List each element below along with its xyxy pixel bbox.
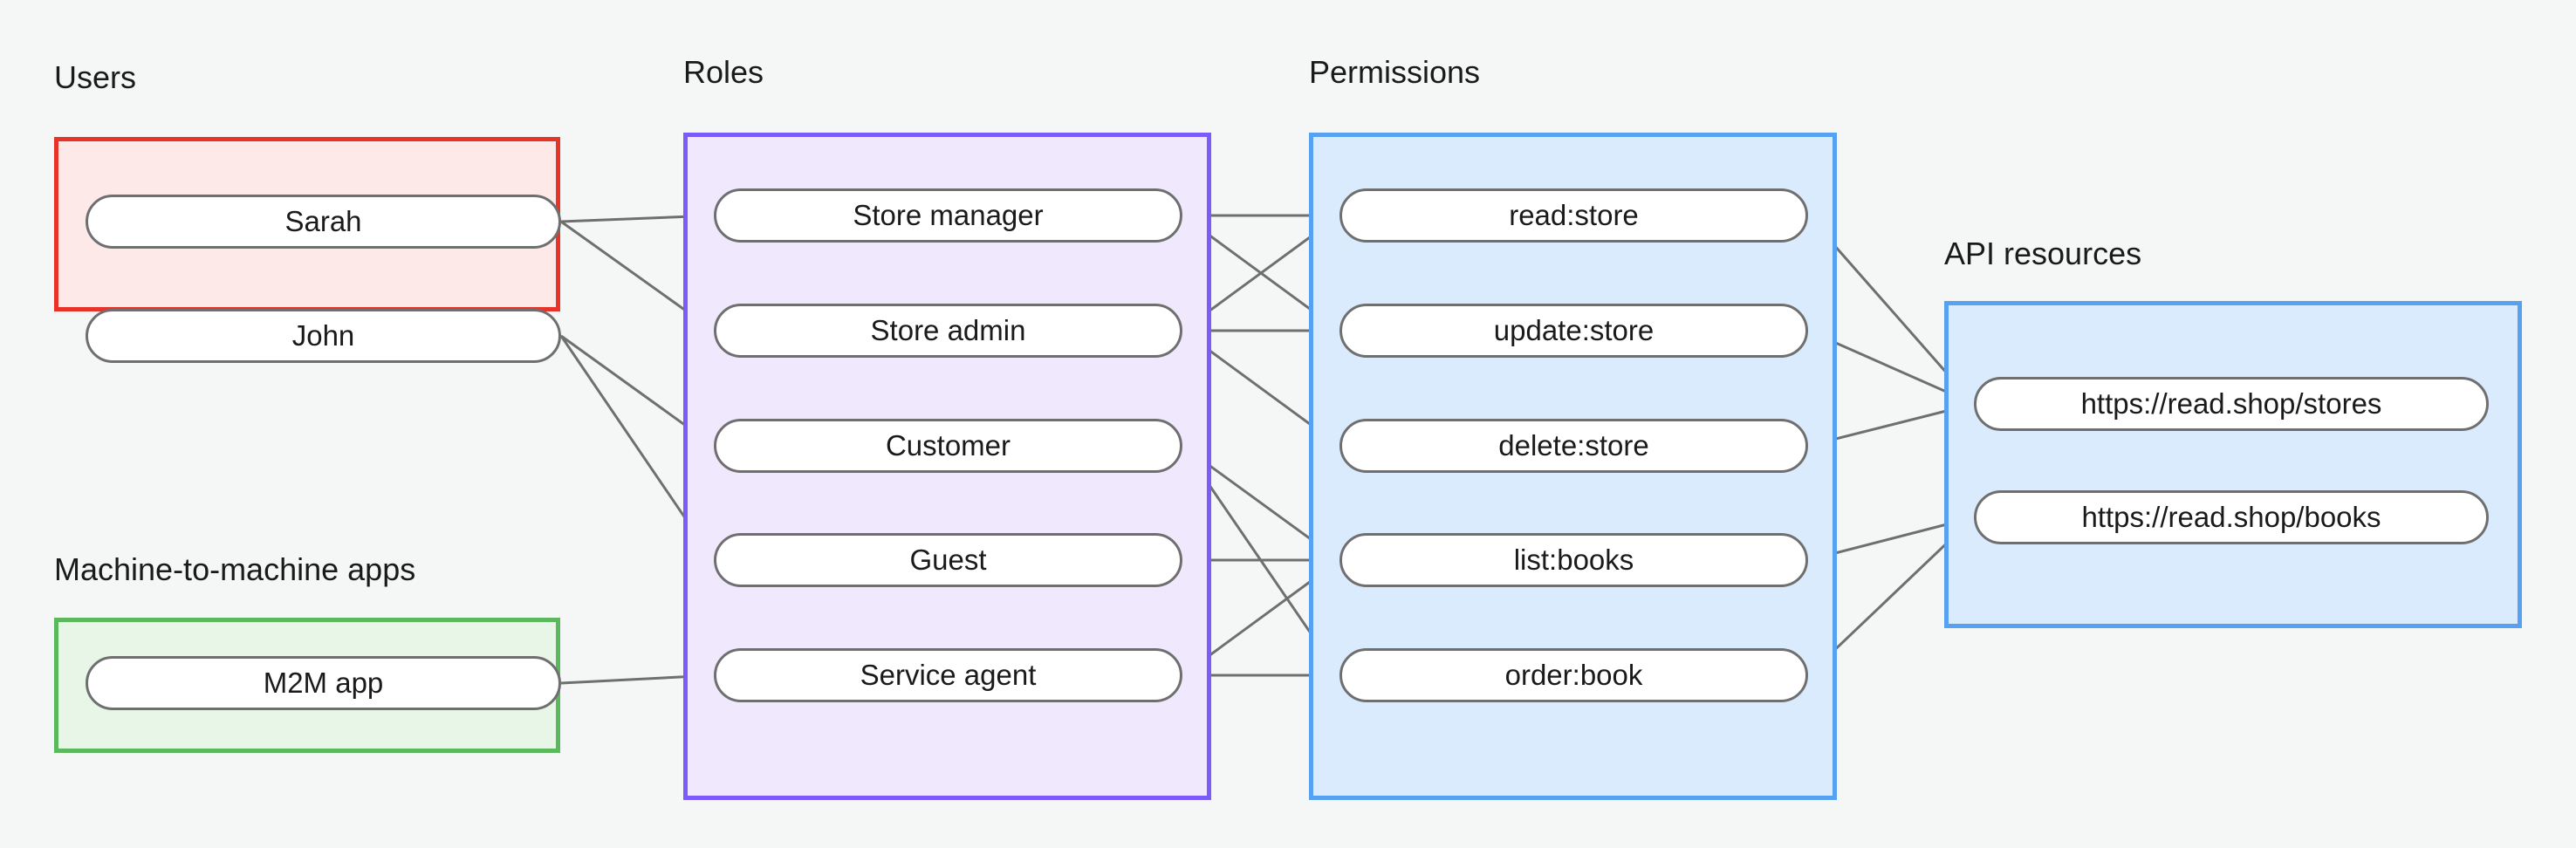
- node-label-read-store: read:store: [1509, 199, 1639, 231]
- node-delete-store[interactable]: delete:store: [1339, 419, 1808, 473]
- node-res-stores[interactable]: https://read.shop/stores: [1974, 377, 2489, 431]
- node-label-order-book: order:book: [1504, 659, 1643, 691]
- node-john[interactable]: John: [86, 309, 561, 363]
- group-label-users: Users: [54, 59, 137, 95]
- node-label-guest: Guest: [909, 544, 987, 576]
- group-label-resources: API resources: [1944, 236, 2142, 271]
- node-label-m2m-app: M2M app: [263, 667, 384, 699]
- node-label-list-books: list:books: [1513, 544, 1634, 576]
- node-label-store-manager: Store manager: [853, 199, 1044, 231]
- node-sarah[interactable]: Sarah: [86, 195, 561, 249]
- node-list-books[interactable]: list:books: [1339, 533, 1808, 587]
- group-box-resources: [1944, 301, 2522, 628]
- node-guest[interactable]: Guest: [714, 533, 1182, 587]
- node-store-manager[interactable]: Store manager: [714, 188, 1182, 243]
- group-label-m2m: Machine-to-machine apps: [54, 551, 416, 587]
- node-label-customer: Customer: [885, 429, 1011, 462]
- node-label-update-store: update:store: [1493, 314, 1655, 346]
- node-label-res-books: https://read.shop/books: [2081, 501, 2381, 533]
- group-label-roles: Roles: [683, 54, 764, 90]
- node-m2m-app[interactable]: M2M app: [86, 656, 561, 710]
- node-update-store[interactable]: update:store: [1339, 304, 1808, 358]
- group-label-permissions: Permissions: [1309, 54, 1481, 90]
- node-label-sarah: Sarah: [284, 205, 362, 237]
- node-res-books[interactable]: https://read.shop/books: [1974, 490, 2489, 544]
- node-customer[interactable]: Customer: [714, 419, 1182, 473]
- node-store-admin[interactable]: Store admin: [714, 304, 1182, 358]
- node-label-store-admin: Store admin: [870, 314, 1026, 346]
- node-label-delete-store: delete:store: [1498, 429, 1649, 462]
- node-label-service-agent: Service agent: [860, 659, 1037, 691]
- node-order-book[interactable]: order:book: [1339, 648, 1808, 702]
- node-service-agent[interactable]: Service agent: [714, 648, 1182, 702]
- node-label-john: John: [291, 319, 355, 352]
- node-read-store[interactable]: read:store: [1339, 188, 1808, 243]
- node-label-res-stores: https://read.shop/stores: [2080, 387, 2382, 420]
